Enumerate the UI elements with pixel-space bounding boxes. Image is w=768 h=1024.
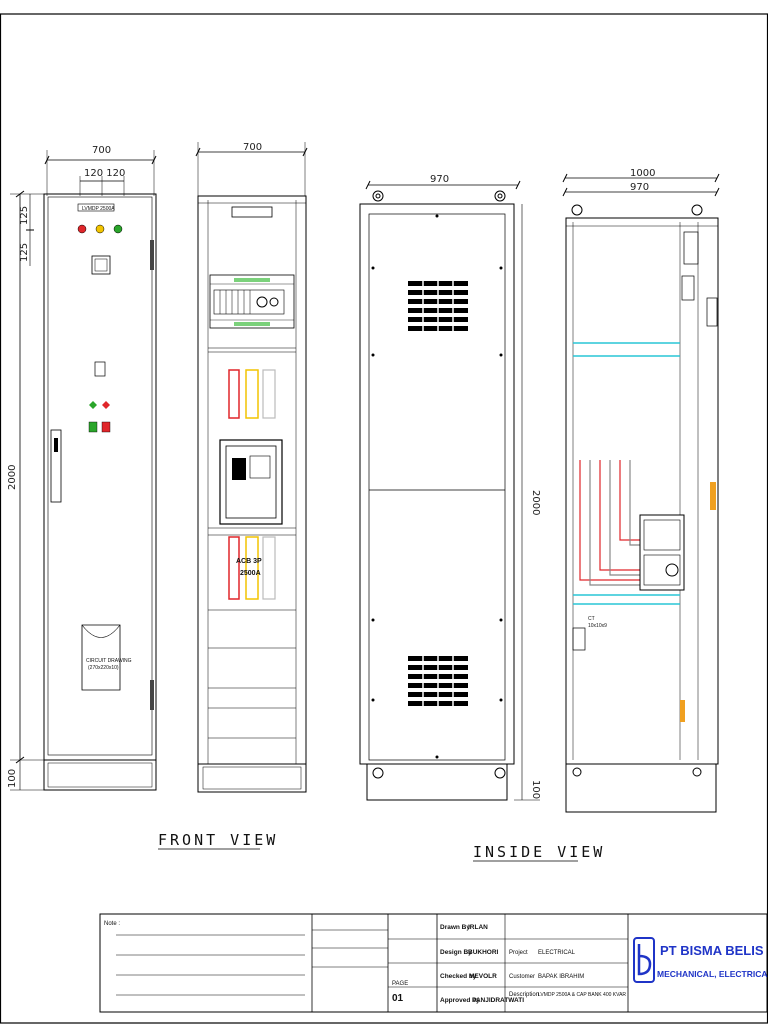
- company-name: PT BISMA BELIS: [660, 943, 764, 958]
- open-width-dimension: 700: [243, 142, 262, 153]
- customer-label: Customer: [509, 974, 535, 980]
- acb-label-1: ACB 3P: [236, 558, 262, 565]
- acb-breaker: [219, 439, 283, 525]
- pilot-lamp-yellow: [95, 224, 105, 234]
- push-button-off: [102, 401, 110, 409]
- pocket-label-2: (270x220x10): [88, 665, 119, 671]
- description-value: LVMDP 2500A & CAP BANK 400 KVAR: [538, 992, 626, 998]
- top-offset-2: 125: [19, 243, 30, 262]
- page-label: PAGE: [392, 981, 408, 987]
- front-height-dimension: 2000: [7, 465, 18, 490]
- company-logo: [633, 937, 655, 983]
- pocket-label-1: CIRCUIT DRAWING: [86, 658, 132, 664]
- title-block: Note : PAGE 01 Drawn By IRLAN Design By …: [99, 913, 768, 1013]
- front-open-view: 700: [195, 142, 308, 793]
- checked-by-value: MEVOLR: [469, 973, 497, 980]
- selector-switch: [94, 361, 106, 377]
- approved-by-label: Approved by: [440, 997, 480, 1004]
- front-view-title: FRONT VIEW: [158, 831, 278, 849]
- orange-accent-2: [680, 700, 685, 722]
- approved-by-value: PANJIDRATWATI: [472, 997, 524, 1004]
- door-handle: [50, 429, 62, 503]
- pilot-lamp-red: [77, 224, 87, 234]
- top-offset-1: 125: [19, 206, 30, 225]
- design-by-value: BUKHORI: [468, 949, 499, 956]
- ct-label-2: 10x10x9: [588, 623, 607, 629]
- orange-accent-1: [710, 482, 716, 510]
- capacitor-block: [639, 514, 685, 591]
- side-outer-dimension: 1000: [630, 168, 655, 179]
- back-width-dimension: 970: [430, 174, 449, 185]
- customer-value: BAPAK IBRAHIM: [538, 974, 584, 980]
- back-height-dimension: 2000: [530, 490, 541, 515]
- design-by-label: Design By: [440, 949, 472, 956]
- panel-meter: [91, 255, 111, 275]
- project-value: ELECTRICAL: [538, 950, 576, 956]
- inside-view-title: INSIDE VIEW: [473, 843, 605, 861]
- drawn-by-value: IRLAN: [468, 924, 488, 931]
- door-name-plate: LVMDP 2500A: [82, 206, 115, 212]
- front-width-dimension: 700: [92, 145, 111, 156]
- ct-label-1: CT: [588, 616, 595, 622]
- front-door-view: 700 120 120 2000 125 125 100 LVMDP 2500A: [7, 145, 157, 791]
- drawing-pocket: [81, 624, 121, 691]
- lamp-spacing-dimension: 120 120: [84, 168, 125, 179]
- mcb-row: [209, 274, 295, 329]
- note-label: Note :: [104, 921, 120, 927]
- acb-label-2: 2500A: [240, 570, 261, 577]
- back-base-dimension: 100: [530, 780, 541, 799]
- side-inner-dimension: 970: [630, 182, 649, 193]
- drawn-by-label: Drawn By: [440, 924, 470, 931]
- project-label: Project: [509, 950, 528, 956]
- company-tagline: MECHANICAL, ELECTRICAL & SUPPLIER: [657, 969, 768, 979]
- checked-by-label: Checked by: [440, 973, 477, 980]
- inside-side-view: 1000 970: [562, 168, 720, 813]
- ct-block: [572, 627, 586, 651]
- front-base-dimension: 100: [7, 769, 18, 788]
- inside-back-view: 970 2000: [359, 174, 541, 801]
- page-number: 01: [392, 993, 404, 1004]
- pilot-lamp-green: [113, 224, 123, 234]
- push-button-on: [89, 401, 97, 409]
- description-label: Description: [509, 992, 539, 998]
